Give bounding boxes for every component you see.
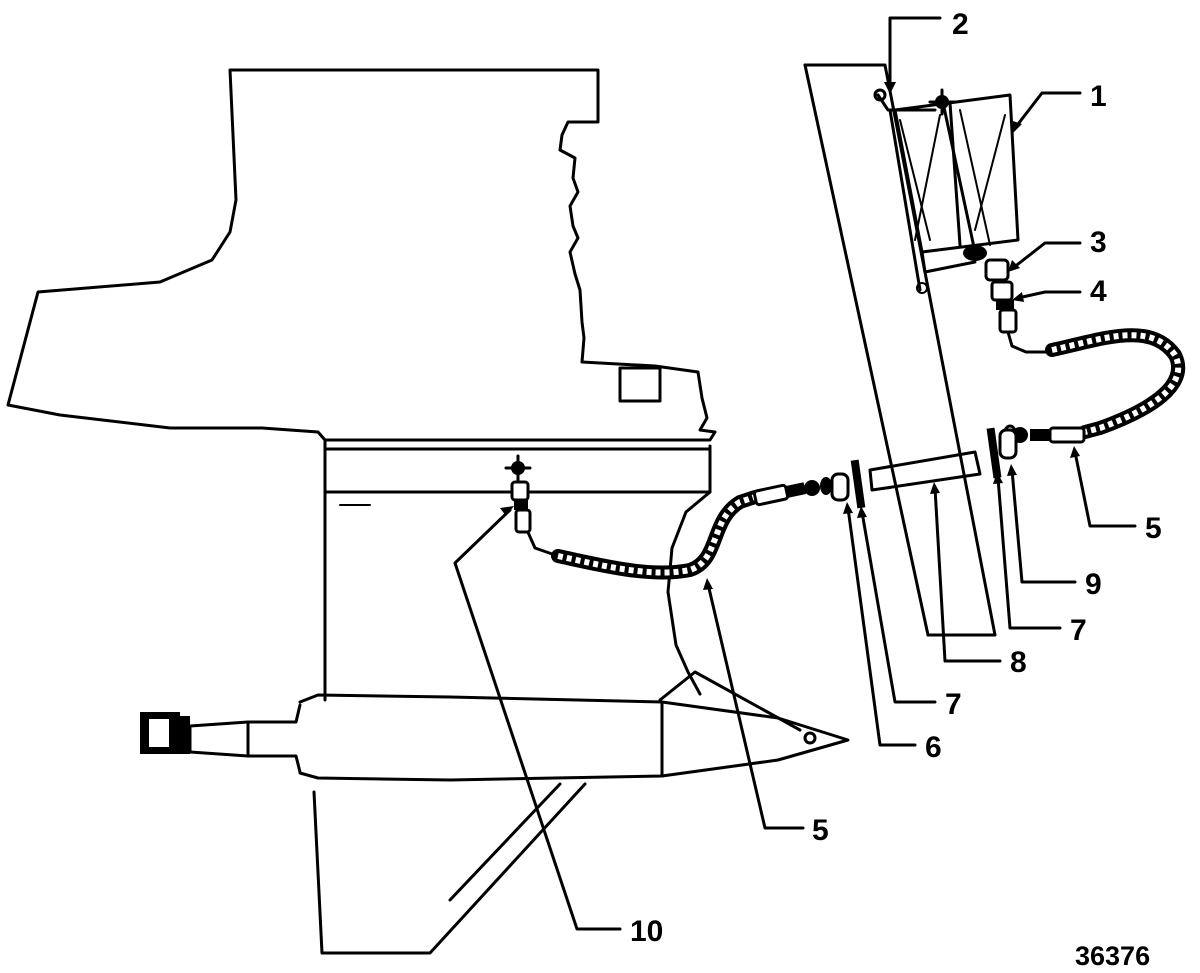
figure-number: 36376 xyxy=(1075,941,1150,971)
hose-upper xyxy=(1002,328,1186,448)
callout-3: 3 xyxy=(1090,226,1107,259)
hose-lower xyxy=(525,472,850,580)
callout-5-upper: 5 xyxy=(1145,512,1162,545)
propeller-shaft xyxy=(140,703,302,774)
callout-1: 1 xyxy=(1090,80,1107,113)
callout-5-lower: 5 xyxy=(812,814,829,847)
callout-labels: 2 1 3 4 5 9 7 8 7 6 5 10 36376 xyxy=(630,8,1162,971)
fittings-3-4 xyxy=(984,258,1018,334)
speedometer-pickup-assembly xyxy=(873,88,1020,294)
callout-6: 6 xyxy=(925,731,942,764)
gearcase-housing xyxy=(6,68,717,955)
leader-lines xyxy=(453,16,1137,931)
fitting-10 xyxy=(504,454,532,534)
callout-4: 4 xyxy=(1090,275,1107,308)
callout-7-upper: 7 xyxy=(1070,614,1087,647)
callout-2: 2 xyxy=(952,8,969,41)
callout-7-lower: 7 xyxy=(945,688,962,721)
callout-8: 8 xyxy=(1010,646,1027,679)
transom-panel xyxy=(803,63,997,637)
torpedo-nosecone xyxy=(298,670,850,782)
thru-transom-fitting xyxy=(850,427,1018,509)
callout-10: 10 xyxy=(630,915,663,948)
callout-9: 9 xyxy=(1085,568,1102,601)
